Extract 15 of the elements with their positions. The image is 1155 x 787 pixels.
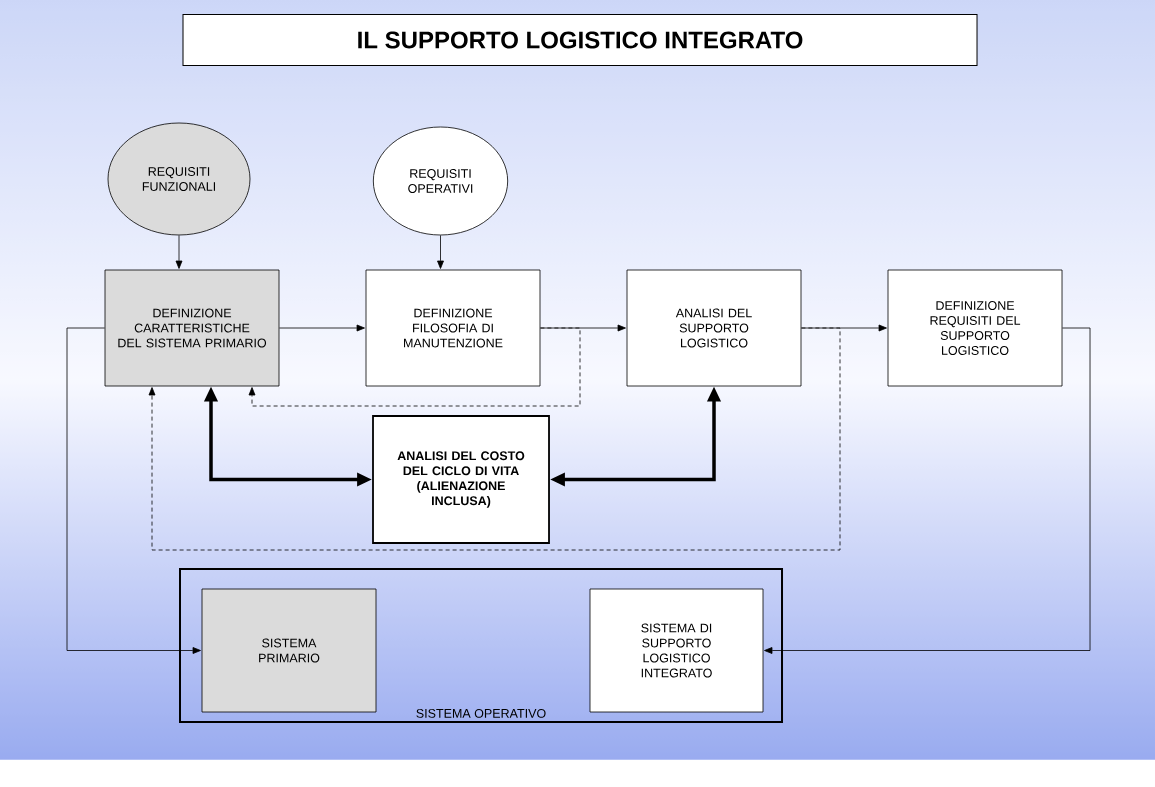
arrow: [175, 235, 183, 269]
arrow: [437, 235, 444, 269]
arrow: [764, 327, 1091, 654]
process-box: DEFINIZIONE REQUISITI DEL SUPPORTO LOGISTICO: [887, 269, 1063, 387]
process-box: ANALISI DEL SUPPORTO LOGISTICO: [626, 269, 802, 387]
process-box: SISTEMA DI SUPPORTO LOGISTICO INTEGRATO: [589, 588, 764, 713]
arrow: [248, 327, 581, 407]
process-box: DEFINIZIONE FILOSOFIA DI MANUTENZIONE: [365, 269, 541, 387]
arrow: [148, 327, 841, 551]
process-box: SISTEMA PRIMARIO: [201, 588, 377, 713]
process-box: DEFINIZIONE CARATTERISTICHE DEL SISTEMA PRIMARIO: [104, 269, 280, 387]
process-box: ANALISI DEL COSTO DEL CICLO DI VITA (ALIENAZIONE INCLUSA): [372, 415, 550, 544]
title-box: IL SUPPORTO LOGISTICO INTEGRATO: [182, 14, 978, 66]
arrow: [66, 327, 201, 654]
arrow: [279, 324, 365, 332]
